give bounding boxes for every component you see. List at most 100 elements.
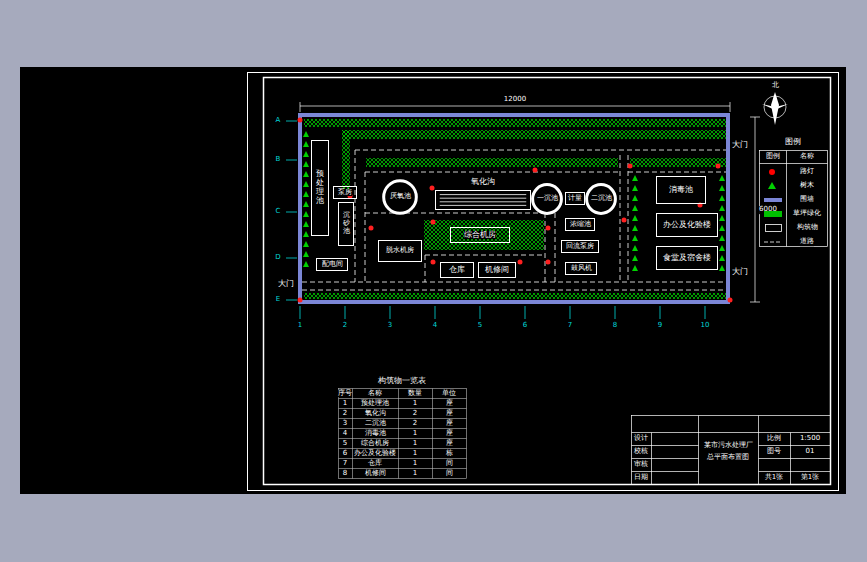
lamp-symbol xyxy=(716,164,721,169)
north-arrow xyxy=(762,92,788,125)
drawing-label: 9 xyxy=(658,322,662,330)
lamp-symbol xyxy=(298,298,303,303)
drawing-label: B xyxy=(276,156,281,164)
building-box: 仓库 xyxy=(440,262,474,278)
drawing-label: 图例 xyxy=(785,138,801,147)
drawing-label: 消毒池 xyxy=(365,430,386,438)
drawing-label: 1 xyxy=(413,440,417,448)
building-box: 消毒池 xyxy=(656,176,706,204)
tree-symbol xyxy=(632,195,638,201)
legend-text: 草坪绿化 xyxy=(793,210,821,218)
facility-name: 预处理池 xyxy=(316,170,324,205)
building-box: 氧化沟 xyxy=(435,190,531,210)
building-box: 食堂及宿舍楼 xyxy=(656,246,718,270)
drawing-label: 2 xyxy=(413,410,417,418)
drawing-label: 构筑物一览表 xyxy=(378,377,426,386)
tree-symbol xyxy=(303,191,309,197)
drawing-label: 4 xyxy=(433,322,437,330)
drawing-label: 大门 xyxy=(732,141,748,150)
tree-symbol xyxy=(303,201,309,207)
tree-symbol xyxy=(303,261,309,267)
lamp-symbol xyxy=(546,260,551,265)
building-box: 沉砂池 xyxy=(338,202,354,246)
drawing-label: 1 xyxy=(413,470,417,478)
drawing-label: 二沉池 xyxy=(365,420,386,428)
drawing-label: 8 xyxy=(613,322,617,330)
drawing-label: 座 xyxy=(446,420,453,428)
facility-name: 鼓风机 xyxy=(571,265,592,273)
drawing-label: 1 xyxy=(343,400,347,408)
drawing-label: 第1张 xyxy=(801,474,819,482)
axis-marker xyxy=(286,121,705,319)
drawing-label: 图号 xyxy=(767,448,781,456)
tree-symbol xyxy=(632,225,638,231)
drawing-label: 1 xyxy=(413,450,417,458)
tree-symbol xyxy=(303,131,309,137)
drawing-label: 座 xyxy=(446,410,453,418)
drawing-label: 名称 xyxy=(368,390,382,398)
drawing-label: 5 xyxy=(478,322,482,330)
legend-swatch xyxy=(764,211,782,217)
drawing-label: C xyxy=(276,208,281,216)
drawing-label: 1:500 xyxy=(800,435,820,443)
tree-symbol xyxy=(719,225,725,231)
legend-swatch xyxy=(769,169,775,175)
tree-symbol xyxy=(719,255,725,261)
tree-symbol xyxy=(632,235,638,241)
facility-name: 一沉池 xyxy=(537,195,558,203)
drawing-label: 审核 xyxy=(634,461,648,469)
facility-name: 氧化沟 xyxy=(471,178,495,187)
tree-symbol xyxy=(303,151,309,157)
drawing-label: 7 xyxy=(343,460,347,468)
lamp-symbol xyxy=(533,168,538,173)
drawing-label: 7 xyxy=(568,322,572,330)
drawing-label: 2 xyxy=(413,420,417,428)
drawing-label: 座 xyxy=(446,400,453,408)
drawing-label: 图例 xyxy=(766,153,780,161)
facility-name: 脱水机房 xyxy=(386,247,414,255)
tree-symbol xyxy=(303,241,309,247)
facility-name: 配电间 xyxy=(322,261,343,269)
tree-symbol xyxy=(632,265,638,271)
drawing-label: 01 xyxy=(806,448,815,456)
facility-name: 办公及化验楼 xyxy=(663,221,711,230)
dimension-line xyxy=(300,102,760,302)
drawing-label: 日期 xyxy=(634,474,648,482)
drawing-label: 1 xyxy=(298,322,302,330)
tank-circle: 一沉池 xyxy=(532,184,562,214)
channel-lines xyxy=(436,191,530,209)
lamp-symbol xyxy=(298,118,303,123)
drawing-label: 10 xyxy=(701,322,710,330)
tree-symbol xyxy=(303,211,309,217)
tree-symbol xyxy=(632,175,638,181)
drawing-label: 1 xyxy=(413,400,417,408)
facility-name: 浓缩池 xyxy=(570,221,591,229)
lamp-symbol xyxy=(628,164,633,169)
drawing-label: 氧化沟 xyxy=(365,410,386,418)
tank-circle: 二沉池 xyxy=(586,184,616,214)
drawing-label: 6 xyxy=(523,322,527,330)
lamp-symbol xyxy=(431,220,436,225)
legend-sample xyxy=(764,242,782,243)
tree-symbol xyxy=(303,171,309,177)
drawing-label: 8 xyxy=(343,470,347,478)
drawing-label: 座 xyxy=(446,430,453,438)
facility-name: 消毒池 xyxy=(669,186,693,195)
tree-symbol xyxy=(303,181,309,187)
drawing-label: 2 xyxy=(343,322,347,330)
building-box: 机修间 xyxy=(478,262,516,278)
drawing-label: D xyxy=(275,254,280,262)
building-box: 预处理池 xyxy=(311,140,329,236)
lamp-symbol xyxy=(728,298,733,303)
drawing-label: 间 xyxy=(446,460,453,468)
facility-name: 计量 xyxy=(568,195,582,203)
tree-symbol xyxy=(632,205,638,211)
tree-symbol xyxy=(719,195,725,201)
tree-symbol xyxy=(632,215,638,221)
building-box: 脱水机房 xyxy=(378,240,422,262)
drawing-label: 大门 xyxy=(278,280,294,289)
drawing-label: 6 xyxy=(343,450,347,458)
drawing-label: 机修间 xyxy=(365,470,386,478)
